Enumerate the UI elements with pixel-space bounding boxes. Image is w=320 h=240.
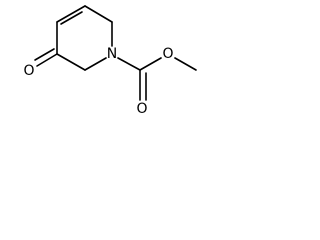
bond-ccarbonyl-ch2 <box>56 53 86 71</box>
structure-clean: O N O O <box>0 0 220 133</box>
bond-n-ccarbamate <box>117 57 141 71</box>
ester-oxygen-label: O <box>162 46 173 62</box>
bond-o-methyl <box>174 57 197 71</box>
carbonyl-oxygen-label: O <box>136 101 147 117</box>
bond-ketone-1 <box>36 53 58 67</box>
bond-alkene-inner <box>60 11 83 25</box>
bond-carbamate-o <box>139 57 162 71</box>
ketone-oxygen-label: O <box>23 63 34 79</box>
bond-ch2-n <box>84 57 107 71</box>
nitrogen-label: N <box>107 46 117 62</box>
bond-ch-ch2-top <box>84 5 113 23</box>
bond-ketone-2 <box>34 48 55 61</box>
bond-alkene <box>56 5 86 23</box>
